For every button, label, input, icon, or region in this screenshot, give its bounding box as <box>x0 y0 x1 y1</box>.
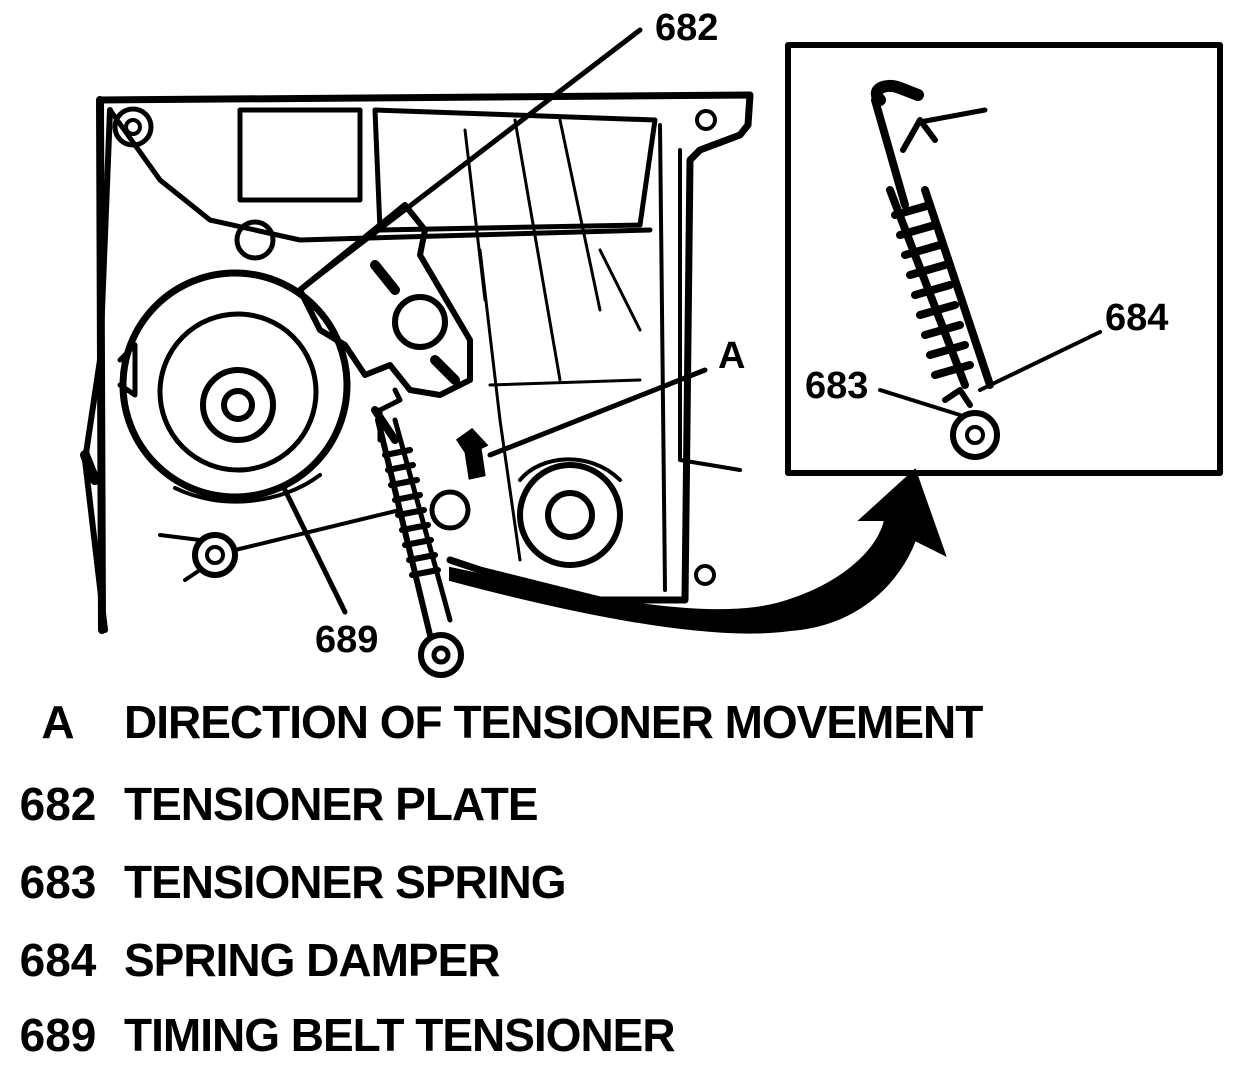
legend-code: A <box>41 696 75 748</box>
callout-683: 683 <box>805 365 868 407</box>
leader-684 <box>978 330 1102 392</box>
detail-pointer-arrow <box>449 468 947 634</box>
direction-arrow-icon <box>455 428 489 480</box>
legend-description: TIMING BELT TENSIONER <box>124 1009 676 1061</box>
tensioner-plate <box>297 202 473 443</box>
leader-A <box>487 367 708 458</box>
legend-code: 684 <box>19 934 97 986</box>
legend-code: 689 <box>19 1009 97 1061</box>
leader-682 <box>297 27 643 293</box>
callout-684: 684 <box>1105 297 1168 339</box>
legend-code: 682 <box>19 778 97 830</box>
legend-description: TENSIONER PLATE <box>124 778 539 830</box>
leader-lines <box>282 27 1102 615</box>
mounting-bolt <box>158 508 402 582</box>
legend: A DIRECTION OF TENSIONER MOVEMENT 682 TE… <box>0 690 1248 1068</box>
leader-683 <box>878 388 962 417</box>
legend-description: SPRING DAMPER <box>124 934 500 986</box>
detail-inset-box <box>785 42 1223 476</box>
engine-housing <box>80 91 754 634</box>
timing-belt-tensioner <box>119 269 351 504</box>
tensioner-spring-assembly <box>371 406 464 678</box>
callout-682: 682 <box>655 7 718 49</box>
timing-belt-tensioner-diagram: 682 A 689 683 684 <box>80 7 1223 678</box>
callout-689: 689 <box>315 619 378 661</box>
legend-code: 683 <box>19 856 97 908</box>
legend-description: TENSIONER SPRING <box>124 856 567 908</box>
callout-A: A <box>718 335 745 377</box>
camshaft-hub <box>517 457 623 568</box>
legend-description: DIRECTION OF TENSIONER MOVEMENT <box>124 696 983 748</box>
leader-689 <box>282 487 348 615</box>
